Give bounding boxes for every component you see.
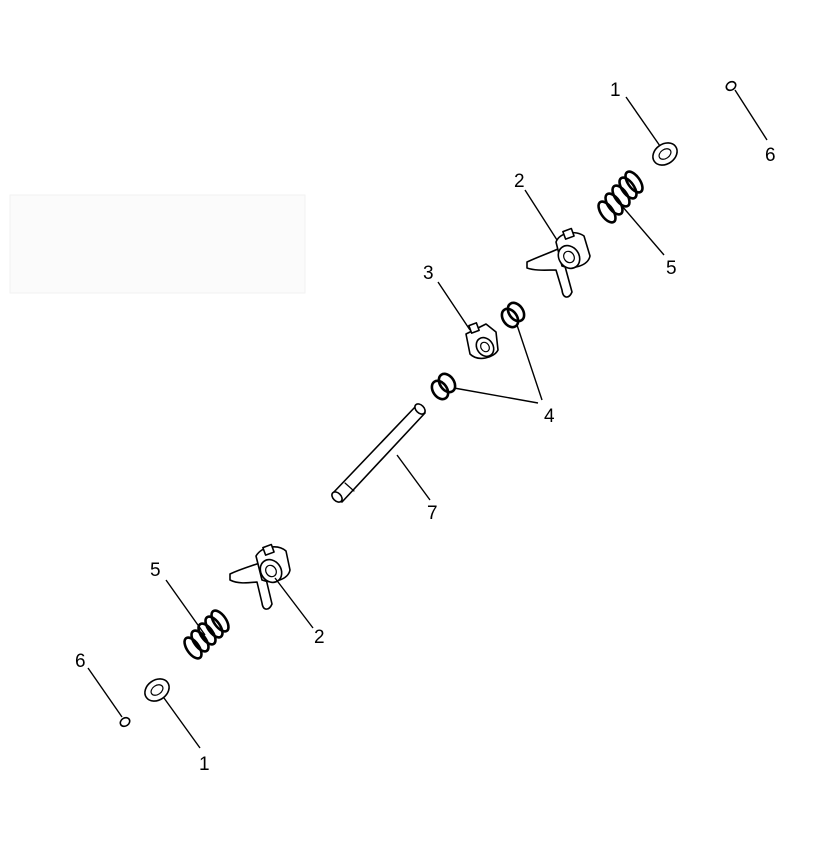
callout-7: 7 (427, 503, 438, 524)
shift-lever (465, 322, 499, 360)
bushing-lower (430, 372, 457, 401)
leader-6-bottom (87, 667, 123, 718)
washer-bottom (144, 678, 170, 702)
shift-fork-bottom (229, 543, 291, 610)
leader-2-bottom (274, 577, 314, 629)
callout-6-bottom: 6 (75, 651, 86, 672)
callout-3: 3 (423, 263, 434, 284)
callout-4: 4 (544, 406, 555, 427)
clip-bottom (119, 716, 131, 728)
shift-shaft (331, 403, 426, 503)
callout-6-top: 6 (765, 145, 776, 166)
leader-4b (453, 387, 539, 404)
shift-fork-top (526, 227, 591, 298)
leader-1-top (625, 96, 661, 147)
background-patch (9, 194, 306, 294)
leader-4a (516, 324, 543, 401)
callout-1-bottom: 1 (199, 754, 210, 775)
leader-5-top (621, 205, 665, 256)
leader-6-top (734, 89, 768, 141)
callout-1-top: 1 (610, 80, 621, 101)
spring-bottom (183, 609, 230, 660)
bushing-upper (500, 301, 526, 329)
spring-top (597, 170, 644, 224)
leader-7 (396, 454, 431, 501)
callout-2-bottom: 2 (314, 627, 325, 648)
leader-1-bottom (163, 697, 201, 749)
callout-2-top: 2 (514, 171, 525, 192)
leader-2-top (524, 189, 558, 241)
leader-3 (437, 281, 471, 331)
callout-5-bottom: 5 (150, 560, 161, 581)
callout-5-top: 5 (666, 258, 677, 279)
washer-top (652, 142, 678, 166)
leader-5-bottom (165, 579, 206, 636)
clip-top (725, 80, 737, 92)
